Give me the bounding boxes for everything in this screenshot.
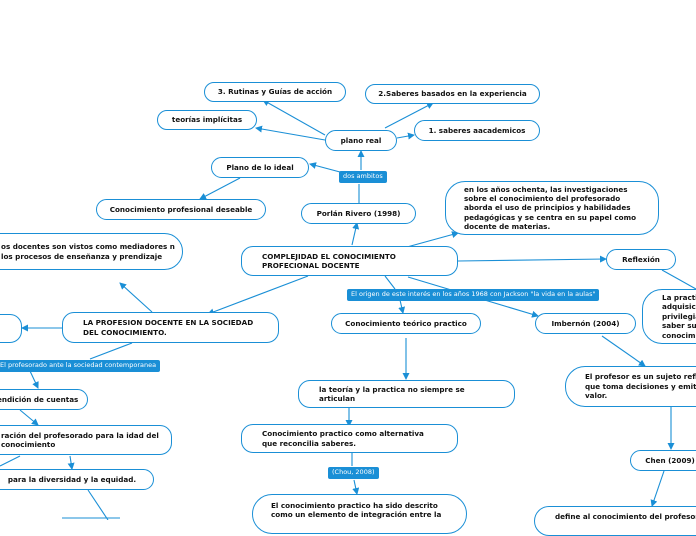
edge-formacion-diversidad <box>67 455 75 470</box>
node-anos-ochenta[interactable]: en los años ochenta, las investigaciones… <box>445 181 659 235</box>
node-text: Conocimiento practico como alternativa q… <box>262 429 424 448</box>
edge-rendicion-formacion <box>19 409 39 426</box>
node-text: 3. Rutinas y Guías de acción <box>217 87 333 97</box>
node-text: LA PROFESION DOCENTE EN LA SOCIEDAD DEL … <box>83 318 254 337</box>
node-text: en los años ochenta, las investigaciones… <box>464 184 637 232</box>
label-chou[interactable]: (Chou, 2008) <box>328 467 379 479</box>
edge-planoreal-saberesexp <box>384 102 434 129</box>
edge-planoreal-teorias <box>255 125 326 141</box>
connector-lines <box>0 99 696 520</box>
edge-complejidad-anosochenta <box>406 231 459 248</box>
edge-profesion-mediadores <box>119 282 153 313</box>
node-imbernon[interactable]: Imbernón (2004) <box>535 313 636 334</box>
node-plano-real[interactable]: plano real <box>325 130 397 151</box>
node-text: Conocimiento teórico practico <box>345 318 467 328</box>
node-text: El conocimiento practico ha sido descrit… <box>271 501 442 520</box>
label-origen-interes[interactable]: El origen de este interés en los años 19… <box>347 289 600 301</box>
node-rendicion-cuentas[interactable]: endición de cuentas <box>0 389 88 410</box>
node-teorias-implicitas[interactable]: teorías implícitas <box>157 110 257 130</box>
label-dos-ambitos[interactable]: dos ambitos <box>339 171 387 183</box>
node-reflexion[interactable]: Reflexión <box>606 249 676 270</box>
edge-complejidad-porlan <box>351 222 360 246</box>
node-text: para la diversidad y la equidad. <box>7 474 137 484</box>
node-text: La practica adquisición privilegiad sabe… <box>662 293 696 340</box>
node-plano-ideal[interactable]: Plano de lo ideal <box>211 157 309 178</box>
edge-formacion-left <box>0 455 21 467</box>
node-text: os docentes son vistos como mediadores n… <box>1 242 175 261</box>
node-rutinas[interactable]: 3. Rutinas y Guías de acción <box>204 82 346 102</box>
node-chen[interactable]: Chen (2009) <box>630 450 696 471</box>
node-la-practica[interactable]: La practica adquisición privilegiad sabe… <box>642 289 696 344</box>
edge-ideal-deseable <box>199 177 241 200</box>
edge-reflexion-practica <box>661 269 696 290</box>
node-text: 1. saberes aacademicos <box>428 125 526 135</box>
node-text: endición de cuentas <box>0 394 79 404</box>
node-docentes-mediadores[interactable]: os docentes son vistos como mediadores n… <box>0 233 183 270</box>
node-conocimiento-teorico[interactable]: Conocimiento teórico practico <box>331 313 481 334</box>
node-text: la teoría y la practica no siempre se ar… <box>319 384 465 403</box>
edge-dosambitos-planoideal <box>309 162 341 173</box>
edge-chen-define <box>650 470 665 507</box>
edge-complejidad-origen <box>384 275 396 290</box>
edge-profesion-sociedad <box>89 342 133 360</box>
node-elemento-integracion[interactable]: El conocimiento practico ha sido descrit… <box>252 494 467 534</box>
edge-diversidad-down <box>87 489 109 520</box>
node-saberes-experiencia[interactable]: 2.Saberes basados en la experiencia <box>365 84 540 104</box>
node-text: define al conocimiento del profesora <box>555 512 696 521</box>
node-text: Chen (2009) <box>645 455 695 465</box>
node-porlan[interactable]: Porlán Rivero (1998) <box>301 203 416 224</box>
edge-imbernon-sujeto <box>601 335 646 367</box>
node-text: teorías implícitas <box>171 115 243 125</box>
node-conocimiento-deseable[interactable]: Conocimiento profesional deseable <box>96 199 266 220</box>
node-define-conocimiento[interactable]: define al conocimiento del profesora <box>534 506 696 536</box>
edge-origen-teorico <box>398 299 406 314</box>
node-saberes-academicos[interactable]: 1. saberes aacademicos <box>414 120 540 141</box>
node-text: Plano de lo ideal <box>226 162 294 172</box>
node-text: 2.Saberes basados en la experiencia <box>378 89 527 99</box>
node-text: Porlán Rivero (1998) <box>316 208 401 218</box>
node-conocimiento-alternativa[interactable]: Conocimiento practico como alternativa q… <box>241 424 458 453</box>
node-profesion-docente[interactable]: LA PROFESION DOCENTE EN LA SOCIEDAD DEL … <box>62 312 279 343</box>
node-text: plano real <box>340 135 382 145</box>
node-text: El profesor es un sujeto reflex que toma… <box>585 372 696 401</box>
node-left-stub[interactable] <box>0 314 22 343</box>
label-profesorado-sociedad[interactable]: El profesorado ante la sociedad contempo… <box>0 360 161 372</box>
node-complejidad[interactable]: COMPLEJIDAD EL CONOCIMIENTO PROFECIONAL … <box>241 246 458 276</box>
edge-planoreal-rutinas <box>262 99 326 136</box>
edge-planoreal-saberesacad <box>396 132 415 140</box>
node-sujeto-reflexivo[interactable]: El profesor es un sujeto reflex que toma… <box>565 366 696 407</box>
edge-complejidad-reflexion <box>457 255 607 263</box>
node-diversidad[interactable]: para la diversidad y la equidad. <box>0 469 154 490</box>
edge-sociedad-rendicion <box>29 370 39 389</box>
edge-chou-elemento <box>352 479 360 495</box>
node-text: COMPLEJIDAD EL CONOCIMIENTO PROFECIONAL … <box>262 251 396 270</box>
node-text: Imbernón (2004) <box>551 318 620 328</box>
edge-complejidad-profesion <box>207 275 309 316</box>
node-text: ración del profesorado para la idad del … <box>1 430 159 449</box>
node-text: Reflexión <box>622 254 660 264</box>
node-teoria-practica[interactable]: la teoría y la practica no siempre se ar… <box>298 380 515 408</box>
node-text: Conocimiento profesional deseable <box>109 204 253 214</box>
node-formacion-profesorado[interactable]: ración del profesorado para la idad del … <box>0 425 172 455</box>
